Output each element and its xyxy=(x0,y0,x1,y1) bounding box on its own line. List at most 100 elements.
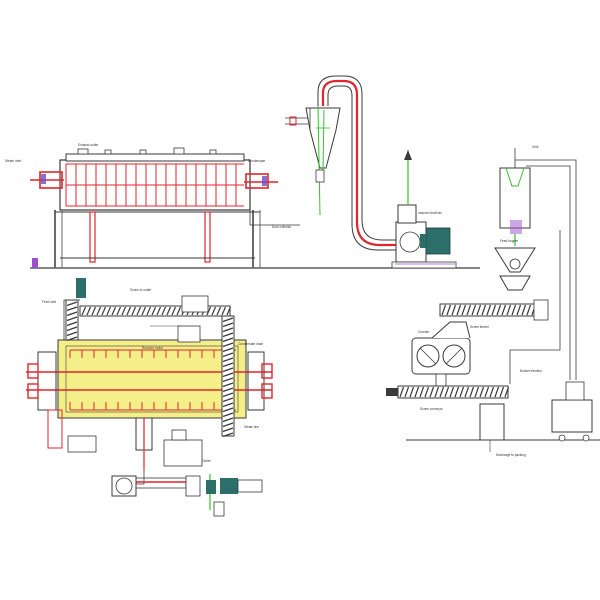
screw-flight xyxy=(96,306,102,316)
screw-flight xyxy=(146,306,152,316)
screw-flight xyxy=(66,331,78,337)
screw-flight xyxy=(404,386,410,398)
crusher-label: Crusher xyxy=(418,330,430,334)
screw-flight xyxy=(111,306,117,316)
screw-flight xyxy=(222,367,234,373)
fan-outlet-label: Induced draft fan xyxy=(418,211,442,215)
screw-flight xyxy=(222,407,234,413)
screw-flight xyxy=(486,304,492,316)
downstream-process-line: Vent Screw feeder Screw conveyor Crusher… xyxy=(386,145,600,457)
screw-flight xyxy=(136,306,142,316)
screw-flight xyxy=(456,304,462,316)
screw-flight xyxy=(222,337,234,343)
screw-flight xyxy=(469,386,475,398)
screw-flight xyxy=(222,317,234,323)
screw-flight xyxy=(86,306,92,316)
screw-flight xyxy=(101,306,107,316)
screw-flight xyxy=(66,326,78,332)
motor-icon xyxy=(425,227,451,255)
screw-flight xyxy=(81,306,87,316)
screw-flight xyxy=(466,304,472,316)
feed-hopper xyxy=(494,247,536,273)
cyclone-and-fan: Induced draft fan xyxy=(285,75,457,269)
screw-flight xyxy=(526,304,532,316)
screw-flight xyxy=(222,392,234,398)
screw-flight xyxy=(222,332,234,338)
elevator-label: Bucket elevator xyxy=(520,369,543,373)
screw-flight xyxy=(504,386,510,398)
screw-flight xyxy=(222,327,234,333)
motor-note-label: Reducer motor xyxy=(142,346,164,350)
screw-flight xyxy=(166,306,172,316)
screw-flight xyxy=(222,357,234,363)
screw-flight xyxy=(451,304,457,316)
paddle-grid xyxy=(65,163,244,207)
screw-flight xyxy=(409,386,415,398)
screw-flight xyxy=(226,306,232,316)
screw-flight xyxy=(496,304,502,316)
screw-flight xyxy=(419,386,425,398)
screw-flight xyxy=(126,306,132,316)
screw-flight xyxy=(454,386,460,398)
screw-flight xyxy=(506,304,512,316)
screw-flight xyxy=(66,336,78,342)
discharge-label: Discharge to packing xyxy=(496,453,526,457)
screw-flight xyxy=(222,422,234,428)
feed-inlet-label: Feed inlet xyxy=(42,300,56,304)
screw-flight xyxy=(399,386,405,398)
top-motor-icon xyxy=(76,278,86,298)
screw-flight xyxy=(489,386,495,398)
crusher xyxy=(411,337,471,375)
screw-flight xyxy=(106,306,112,316)
screw-flight xyxy=(156,306,162,316)
screw-flight xyxy=(516,304,522,316)
screw-flight xyxy=(161,306,167,316)
dust-collector-label: Dust collector xyxy=(272,225,292,229)
screw-flight xyxy=(444,386,450,398)
screw-flight xyxy=(429,386,435,398)
outlet-label: Outlet xyxy=(202,459,211,463)
screw-flight xyxy=(424,386,430,398)
screw-flight xyxy=(66,321,78,327)
screw-flight xyxy=(206,306,212,316)
screw-flight xyxy=(479,386,485,398)
screw-flight xyxy=(222,352,234,358)
screw-flight xyxy=(222,432,234,438)
screw-flight xyxy=(66,311,78,317)
screw-flight xyxy=(434,386,440,398)
screw-flight xyxy=(484,386,490,398)
screw-flight xyxy=(511,304,517,316)
condensate-label: Condensate xyxy=(248,159,265,163)
screw-flight xyxy=(459,386,465,398)
screw-flight xyxy=(476,304,482,316)
screw-flight xyxy=(464,386,470,398)
screw-flight xyxy=(66,301,78,307)
screw-flight xyxy=(461,304,467,316)
screw-flight xyxy=(131,306,137,316)
screw-flight xyxy=(222,397,234,403)
screw-conveyor-label: Screw conveyor xyxy=(420,407,444,411)
screw-flight xyxy=(222,342,234,348)
screw-flight xyxy=(222,412,234,418)
topview-paddle-grid xyxy=(69,349,236,411)
screw-flight xyxy=(501,304,507,316)
screw-flight xyxy=(521,304,527,316)
screw-outlet-label: Screw to outlet xyxy=(130,288,151,292)
screw-flight xyxy=(474,386,480,398)
screw-flight xyxy=(222,322,234,328)
screw-flight xyxy=(221,306,227,316)
paddle-dryer-side-view: Steam inlet Condensate Dust collector Ex… xyxy=(5,143,480,269)
screw-flight xyxy=(446,304,452,316)
screw-flight xyxy=(222,372,234,378)
screw-flight xyxy=(222,377,234,383)
screw-flight xyxy=(66,316,78,322)
condensate-note-label: Condensate drain xyxy=(238,342,263,346)
screw-flight xyxy=(491,304,497,316)
screw-flight xyxy=(494,386,500,398)
screw-flight xyxy=(222,362,234,368)
screw-flight xyxy=(176,306,182,316)
screw-flight xyxy=(222,427,234,433)
screw-flight xyxy=(91,306,97,316)
